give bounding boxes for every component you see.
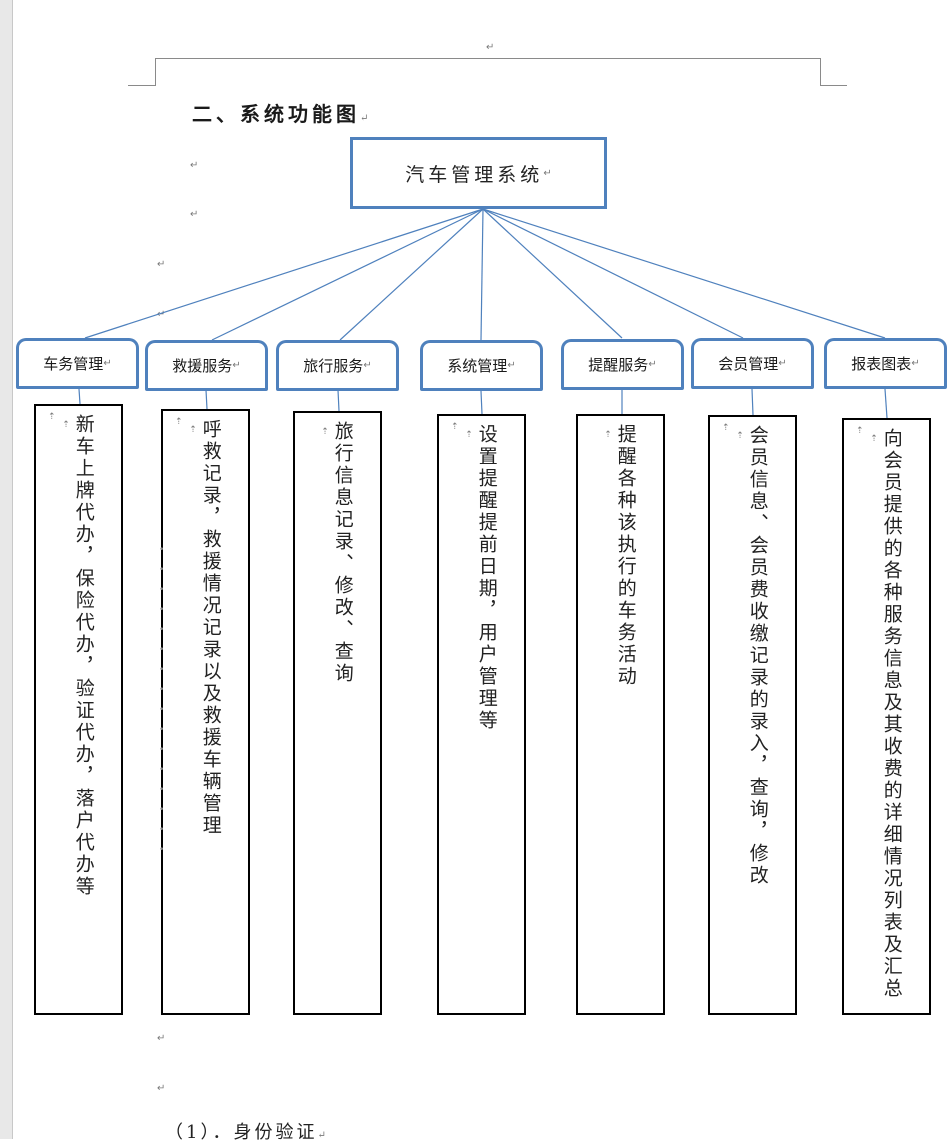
description-text: 会员信息、会员费收缴记录的录入，查询，修改⇡	[736, 425, 769, 887]
description-text: 新车上牌代办，保险代办，验证代办，落户代办等⇡	[62, 414, 95, 898]
root-node[interactable]: 汽车管理系统↵	[350, 137, 607, 209]
paragraph-mark: ↵	[543, 167, 552, 179]
description-box-vehicle-affairs[interactable]: ⇡ 新车上牌代办，保险代办，验证代办，落户代办等⇡	[34, 404, 123, 1015]
anchor-icon: ⇡	[451, 422, 459, 432]
module-label: 报表图表	[851, 355, 912, 373]
description-box-rescue-service[interactable]: ⇡ 呼救记录，救援情况记录以及救援车辆管理⇡	[161, 409, 250, 1015]
anchor-icon: ⇡	[175, 417, 183, 427]
section-title[interactable]: 二、系统功能图↵	[192, 98, 368, 127]
paragraph-mark: ↵	[190, 209, 199, 220]
module-node-rescue-service[interactable]: 救援服务↵	[145, 340, 268, 391]
module-label: 救援服务	[172, 357, 233, 375]
paragraph-mark: ↵	[507, 360, 516, 371]
anchor-icon: ⇡	[856, 426, 864, 436]
header-rule	[155, 58, 821, 59]
description-text: 向会员提供的各种服务信息及其收费的详细情况列表及汇总⇡	[870, 428, 903, 1000]
paragraph-mark: ↵	[190, 160, 199, 171]
description-text: 提醒各种该执行的车务活动⇡	[604, 424, 637, 688]
description-box-system-management[interactable]: ⇡ 设置提醒提前日期，用户管理等⇡	[437, 414, 526, 1015]
header-corner-left-vertical	[155, 58, 156, 86]
description-box-reports-charts[interactable]: ⇡ 向会员提供的各种服务信息及其收费的详细情况列表及汇总⇡	[842, 418, 931, 1015]
module-label: 系统管理	[447, 357, 508, 375]
module-node-system-management[interactable]: 系统管理↵	[420, 340, 543, 391]
module-node-reminder-service[interactable]: 提醒服务↵	[561, 339, 684, 390]
description-box-member-management[interactable]: ⇡ 会员信息、会员费收缴记录的录入，查询，修改⇡	[708, 415, 797, 1015]
module-node-travel-service[interactable]: 旅行服务↵	[276, 340, 399, 391]
header-corner-right-vertical	[820, 58, 821, 86]
paragraph-mark: ↵	[232, 360, 241, 371]
paragraph-mark: ↵	[317, 1130, 326, 1141]
module-node-reports-charts[interactable]: 报表图表↵	[824, 338, 947, 389]
paragraph-mark: ↵	[363, 360, 372, 371]
paragraph-mark: ↵	[360, 113, 369, 124]
paragraph-mark: ↵	[778, 358, 787, 369]
description-box-reminder-service[interactable]: 提醒各种该执行的车务活动⇡	[576, 414, 665, 1015]
paragraph-mark: ↵	[157, 1083, 166, 1094]
paragraph-mark-column: ••••••••••••••••	[159, 545, 165, 855]
module-node-member-management[interactable]: 会员管理↵	[691, 338, 814, 389]
paragraph-mark: ↵	[103, 358, 112, 369]
module-label: 旅行服务	[303, 357, 364, 375]
description-text: 旅行信息记录、修改、查询⇡	[321, 421, 354, 685]
root-node-label: 汽车管理系统	[405, 163, 544, 186]
header-corner-left-tick	[128, 85, 156, 86]
page-gutter	[0, 0, 13, 1139]
paragraph-mark: ↵	[157, 259, 166, 270]
paragraph-mark: ↵	[911, 358, 920, 369]
header-paragraph-mark: ↵	[486, 42, 495, 53]
paragraph-mark: ↵	[157, 1033, 166, 1044]
anchor-icon: ⇡	[48, 412, 56, 422]
module-node-vehicle-affairs[interactable]: 车务管理↵	[16, 338, 139, 389]
subheading-identity-verification[interactable]: （1）．身份验证↵	[165, 1118, 326, 1144]
description-box-travel-service[interactable]: 旅行信息记录、修改、查询⇡	[293, 411, 382, 1015]
description-text: 呼救记录，救援情况记录以及救援车辆管理⇡	[189, 419, 222, 837]
paragraph-mark: ↵	[648, 359, 657, 370]
paragraph-mark: ↵	[157, 309, 166, 320]
section-title-text: 二、系统功能图	[192, 102, 360, 126]
module-label: 提醒服务	[588, 356, 649, 374]
header-corner-right-tick	[820, 85, 847, 86]
description-text: 设置提醒提前日期，用户管理等⇡	[465, 424, 498, 732]
subheading-text: （1）．身份验证	[165, 1122, 318, 1143]
module-label: 车务管理	[43, 355, 104, 373]
module-label: 会员管理	[718, 355, 779, 373]
anchor-icon: ⇡	[722, 423, 730, 433]
